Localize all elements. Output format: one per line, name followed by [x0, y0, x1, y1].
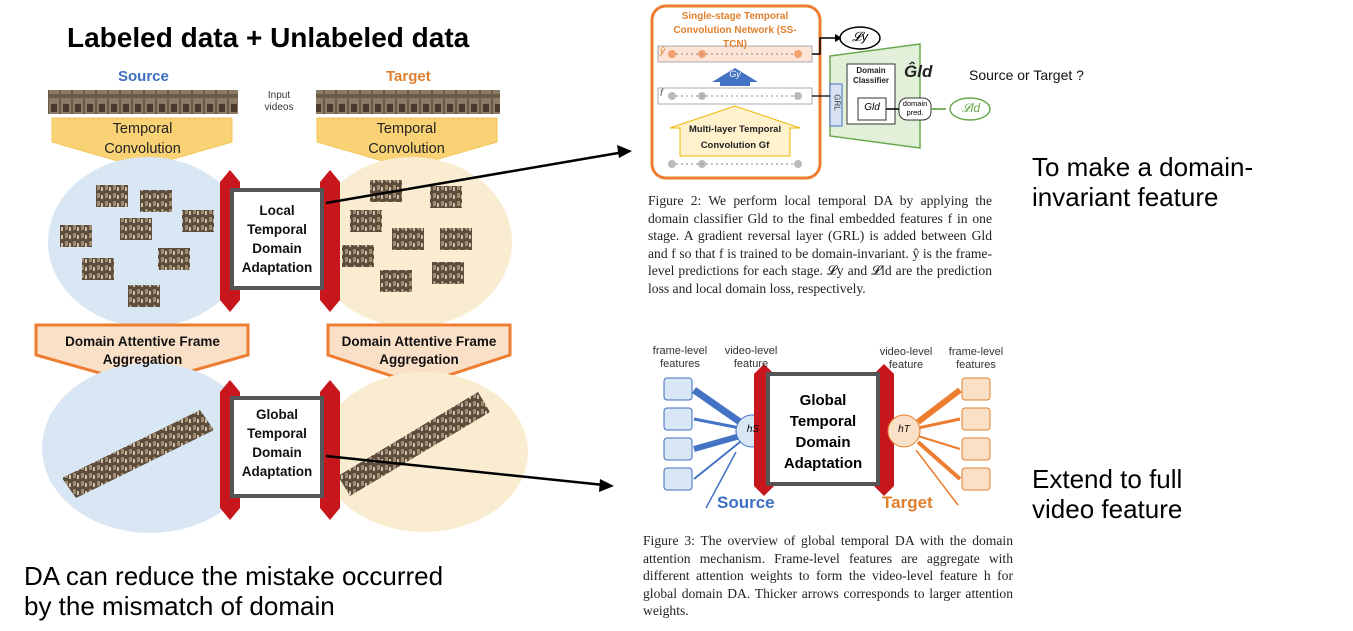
note-domain-invariant: To make a domain-invariant feature — [1032, 152, 1254, 212]
target-attention-arrow — [326, 323, 512, 387]
target-attention-arrows — [915, 387, 962, 506]
ht-node — [887, 414, 921, 448]
target-video-feature-stack — [338, 392, 490, 496]
note-extend: Extend to full video feature — [1032, 464, 1342, 524]
gy-label: Gy — [729, 69, 741, 79]
bottom-statement-line1: DA can reduce the mistake occurred — [24, 561, 444, 591]
figure2-caption: Figure 2: We perform local temporal DA b… — [648, 193, 992, 296]
bottom-statement: DA can reduce the mistake occurred by th… — [24, 561, 584, 621]
target-temporal-conv-arrow — [316, 117, 498, 169]
source-attention-arrow — [34, 323, 250, 387]
attention-left-label: Domain Attentive Frame Aggregation — [65, 334, 220, 367]
domain-classifier-label: Domain Classifier — [852, 66, 890, 85]
source-or-target: Source or Target ? — [969, 67, 1084, 83]
figure3-caption: Figure 3: The overview of global tempora… — [643, 533, 1013, 618]
note-extend-line2: video feature — [1032, 494, 1183, 524]
note-extend-line1: Extend to full — [1032, 464, 1183, 494]
hs-label: hS — [746, 424, 760, 435]
f-label: f — [660, 88, 663, 99]
pointer-to-figure3 — [325, 454, 605, 487]
local-adaptation-label: Local Temporal Domain Adaptation — [241, 203, 313, 275]
temporal-conv-right-label: Temporal Convolution — [368, 121, 445, 157]
loss-ld: 𝓛ld — [961, 101, 981, 115]
target-frame-clusters — [342, 180, 472, 292]
frame-level-left-label: frame-level features — [652, 345, 708, 370]
domain-pred-label: domain pred. — [902, 99, 928, 117]
global-adaptation-label: Global Temporal Domain Adaptation — [241, 407, 313, 479]
mltc-label: Multi-layer Temporal Convolution Gf — [688, 124, 782, 151]
g-ld-small-label: Gld — [864, 102, 880, 113]
figure3-diagram — [663, 364, 991, 509]
grl-label: GRL — [832, 94, 842, 111]
local-adaptation-frame — [220, 170, 340, 312]
loss-y: 𝓛y — [852, 29, 868, 44]
temporal-conv-left-label: Temporal Convolution — [104, 121, 181, 157]
source-label: Source — [118, 68, 169, 85]
main-heading: Labeled data + Unlabeled data — [67, 22, 470, 53]
global-da-box — [766, 372, 880, 486]
source-video-strip — [48, 90, 238, 114]
target-video-blob — [320, 372, 528, 532]
source-attention-arrows — [692, 387, 742, 509]
ht-label: hT — [898, 424, 910, 435]
source-video-feature-stack — [62, 410, 214, 498]
video-level-right-label: video-level feature — [879, 346, 933, 371]
fig3-target-label: Target — [882, 493, 933, 512]
source-frame-features — [663, 377, 693, 491]
pointer-to-figure2 — [325, 150, 625, 205]
left-diagram — [34, 90, 632, 533]
sstcn-title: Single-stage Temporal Convolution Networ… — [673, 11, 797, 50]
fig3-source-label: Source — [717, 493, 775, 512]
g-ld-big-label: Ĝld — [904, 62, 933, 81]
target-label: Target — [386, 68, 431, 85]
global-adaptation-frame — [220, 380, 340, 520]
bottom-statement-line2: by the mismatch of domain — [24, 591, 335, 621]
y-hat-label: ŷ — [660, 46, 665, 57]
target-frame-features — [961, 377, 991, 491]
source-frame-clusters — [60, 185, 214, 307]
target-video-strip — [316, 90, 500, 114]
figure2-diagram — [650, 4, 991, 180]
attention-right-label: Domain Attentive Frame Aggregation — [341, 334, 497, 367]
frame-level-right-label: frame-level features — [948, 346, 1004, 371]
video-level-left-label: video-level feature — [724, 345, 778, 370]
input-videos-label: Input videos — [264, 90, 294, 113]
source-temporal-conv-arrow — [51, 117, 233, 169]
global-da-label: Global Temporal Domain Adaptation — [783, 392, 863, 472]
